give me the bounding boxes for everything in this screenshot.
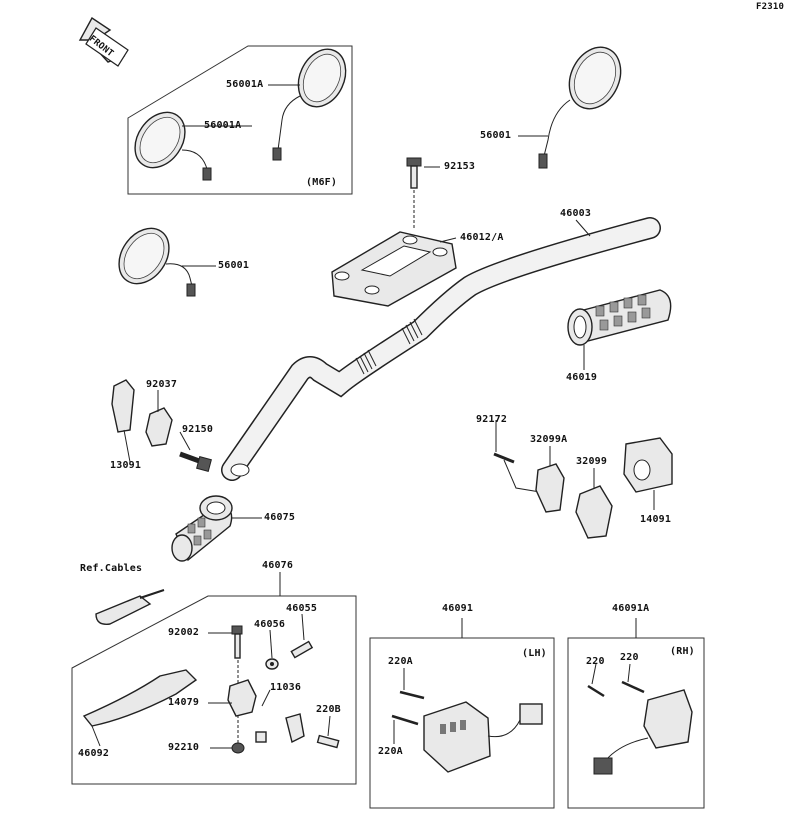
- label-lh: (LH): [522, 648, 547, 659]
- m6f-group-box: [127, 45, 353, 195]
- label-220-a: 220: [586, 656, 605, 667]
- holder-13091: [111, 379, 135, 433]
- label-56001-left: 56001: [218, 260, 250, 271]
- screw-220a-bottom: [391, 714, 419, 726]
- label-56001a-top: 56001A: [226, 79, 264, 90]
- bolt-92153: [406, 157, 422, 189]
- label-14091: 14091: [640, 514, 672, 525]
- handlebar-46003: [221, 217, 661, 481]
- label-220-b: 220: [620, 652, 639, 663]
- label-46092: 46092: [78, 748, 110, 759]
- switch-housing-lh: [423, 701, 543, 773]
- front-arrow-icon: [78, 16, 129, 67]
- label-rh: (RH): [670, 646, 695, 657]
- mirror-56001-right: [538, 46, 622, 169]
- label-46076: 46076: [262, 560, 294, 571]
- bolt-92002: [231, 625, 243, 659]
- label-220b: 220B: [316, 704, 341, 715]
- label-220a-bottom: 220A: [378, 746, 403, 757]
- clamp-32099a: [535, 463, 565, 513]
- screw-220b: [316, 734, 340, 749]
- clamp-92037: [145, 407, 173, 447]
- label-46056: 46056: [254, 619, 286, 630]
- label-92153: 92153: [444, 161, 476, 172]
- label-92037: 92037: [146, 379, 178, 390]
- nut-92210: [231, 742, 245, 754]
- grip-46075: [171, 495, 233, 562]
- bolt-92150: [179, 451, 212, 472]
- leader-lines: [91, 84, 655, 749]
- handlebar-clamp-46012a: [331, 231, 457, 307]
- label-220a-top: 220A: [388, 656, 413, 667]
- label-92002: 92002: [168, 627, 200, 638]
- mirror-56001-left: [118, 227, 196, 297]
- label-32099a: 32099A: [530, 434, 568, 445]
- label-46091: 46091: [442, 603, 474, 614]
- label-92172: 92172: [476, 414, 508, 425]
- housing-14091: [623, 437, 673, 493]
- label-92150: 92150: [182, 424, 214, 435]
- grip-46019: [567, 289, 672, 346]
- lever-holder-14079: [227, 679, 257, 717]
- label-11036: 11036: [270, 682, 302, 693]
- switch-11036: [255, 713, 305, 744]
- label-46012a: 46012/A: [460, 232, 504, 243]
- mirror-56001a-top: [272, 48, 347, 161]
- label-46019: 46019: [566, 372, 598, 383]
- label-13091: 13091: [110, 460, 142, 471]
- label-92210: 92210: [168, 742, 200, 753]
- figure-code: F2310: [756, 2, 785, 12]
- lever-group-box: [71, 595, 357, 785]
- label-46055: 46055: [286, 603, 318, 614]
- screw-220a-top: [399, 690, 425, 700]
- clamp-32099: [575, 485, 613, 539]
- switch-housing-rh: [593, 689, 693, 775]
- screw-220-a: [587, 684, 605, 698]
- label-56001-right: 56001: [480, 130, 512, 141]
- screw-92172: [493, 452, 515, 464]
- label-32099: 32099: [576, 456, 608, 467]
- label-46003: 46003: [560, 208, 592, 219]
- label-46091a: 46091A: [612, 603, 650, 614]
- cable-end-ref: [95, 589, 165, 625]
- label-ref-cables: Ref.Cables: [80, 563, 143, 574]
- label-m6f: (M6F): [306, 177, 338, 188]
- screw-220-b: [621, 680, 645, 694]
- bolt-46055: [290, 640, 314, 659]
- lever-46092: [82, 669, 198, 727]
- mirror-56001a-left: [134, 111, 212, 181]
- label-56001a-left: 56001A: [204, 120, 242, 131]
- washer-46056: [265, 658, 279, 670]
- label-46075: 46075: [264, 512, 296, 523]
- label-14079: 14079: [168, 697, 200, 708]
